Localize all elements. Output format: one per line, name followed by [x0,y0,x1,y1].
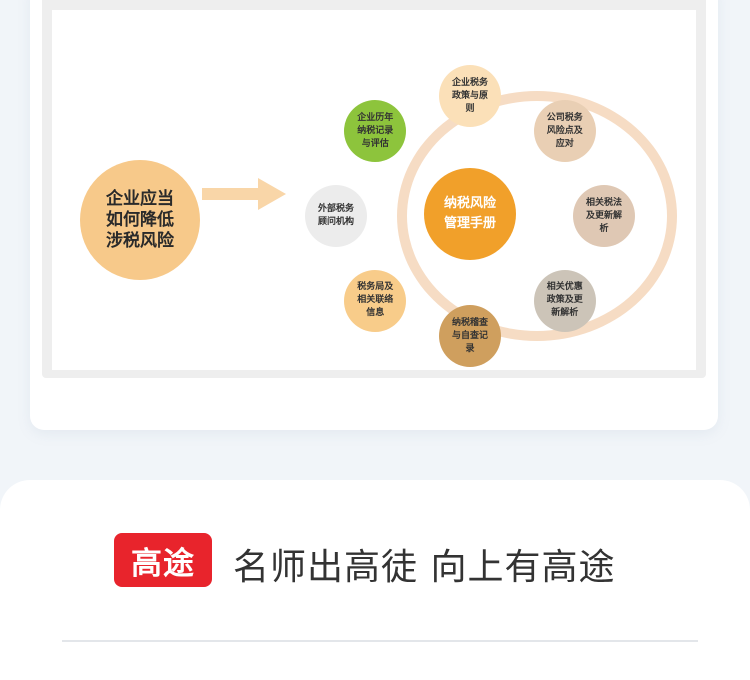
cycle-node: 相关税法 及更新解 析 [573,185,635,247]
cycle-node: 纳税稽查 与自查记 录 [439,305,501,367]
cycle-node-label: 外部税务 顾问机构 [317,204,354,227]
center-node: 纳税风险 管理手册 [424,168,516,260]
divider [62,640,698,642]
cycle-node: 税务局及 相关联络 信息 [344,269,407,332]
diagram-frame: 企业应当 如何降低 涉税风险 纳税风险 管理手册 企业税务 政策与原 则公司税务… [42,0,706,378]
center-label: 纳税风险 管理手册 [443,196,496,231]
cycle-node: 企业历年 纳税记录 与评估 [344,100,407,163]
slogan: 名师出高徒 向上有高途 [233,547,616,588]
cycle-node-label: 企业税务 政策与原 则 [451,77,488,114]
cycle-node: 公司税务 风险点及 应对 [533,100,596,163]
brand-logo-text: 高途 [131,545,195,582]
cycle-node-label: 税务局及 相关联络 信息 [357,282,394,319]
right-arrow-icon [202,178,286,210]
cycle-node: 相关优惠 政策及更 新解析 [533,269,596,332]
cycle-node-label: 相关税法 及更新解 析 [585,197,622,234]
cycle-node-label: 相关优惠 政策及更 新解析 [546,282,583,319]
cycle-node-label: 公司税务 风险点及 应对 [546,112,583,149]
brand-logo: 高途 [114,533,212,587]
cycle-node: 外部税务 顾问机构 [305,185,367,247]
cycle-ring [397,91,677,341]
cycle-node-label: 企业历年 纳税记录 与评估 [357,112,394,149]
left-question-node: 企业应当 如何降低 涉税风险 [80,160,200,280]
diagram-canvas: 企业应当 如何降低 涉税风险 纳税风险 管理手册 企业税务 政策与原 则公司税务… [52,10,696,370]
cycle-node: 企业税务 政策与原 则 [439,65,501,127]
left-question-label: 企业应当 如何降低 涉税风险 [106,188,174,251]
cycle-node-label: 纳税稽查 与自查记 录 [451,317,488,354]
